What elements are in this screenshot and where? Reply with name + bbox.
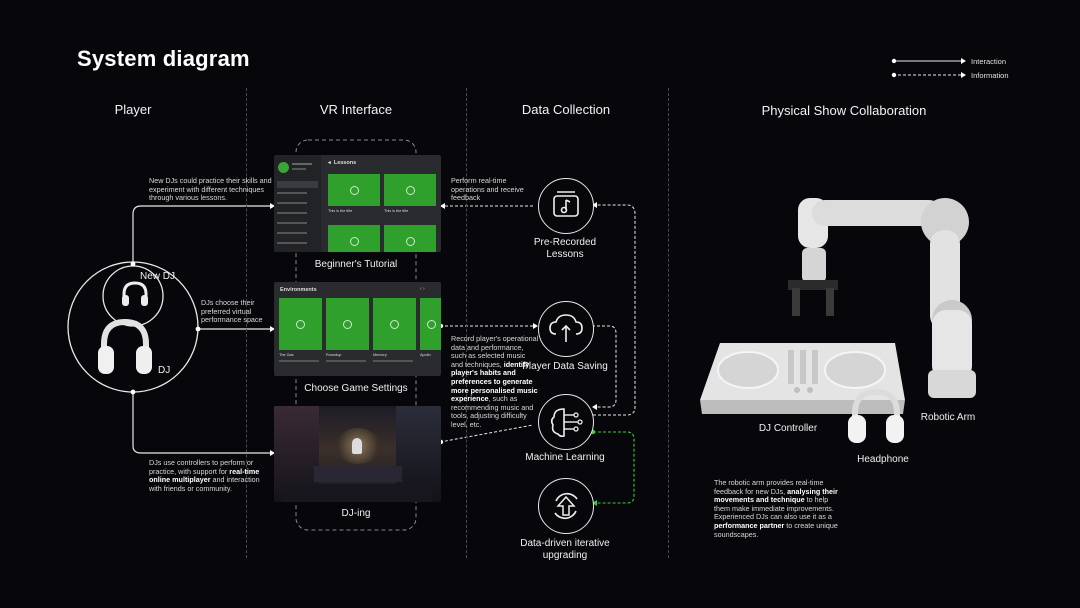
robot-description: The robotic arm provides real-time feedb… xyxy=(714,478,838,539)
robotic-arm-illustration xyxy=(780,190,1000,410)
play-icon xyxy=(406,237,415,246)
column-header-physical: Physical Show Collaboration xyxy=(761,103,927,118)
environment-name: Apollo xyxy=(420,353,431,357)
lessons-screen[interactable]: ◂ Lessons This is the title This is the … xyxy=(274,155,441,252)
play-icon xyxy=(390,320,399,329)
dj-use-description: DJs use controllers to perform or practi… xyxy=(149,458,260,493)
divider xyxy=(466,88,467,558)
environment-name: Memory xyxy=(373,353,387,357)
legend-interaction: Interaction xyxy=(971,57,1007,66)
dj-controller-illustration xyxy=(700,338,905,420)
play-icon xyxy=(350,237,359,246)
environment-card[interactable] xyxy=(279,298,322,350)
robotic-arm-label: Robotic Arm xyxy=(920,412,976,423)
data-driven-label: Data-driven iterative upgrading xyxy=(520,538,610,561)
djing-label: DJ-ing xyxy=(341,508,371,519)
play-icon xyxy=(406,186,415,195)
player-data-label: Player Data Saving xyxy=(522,361,608,372)
cloud-upload-icon xyxy=(538,301,594,357)
new-dj-label: New DJ xyxy=(140,271,176,282)
new-dj-description: New DJs could practice their skills and … xyxy=(149,176,272,203)
dj-choose-description: DJs choose their preferred virtual perfo… xyxy=(201,298,263,325)
ml-label: Machine Learning xyxy=(525,452,605,463)
perform-realtime-text: Perform real-time operations and receive… xyxy=(451,176,524,203)
play-icon xyxy=(427,320,436,329)
headphone-illustration xyxy=(845,387,907,447)
headphone-label: Headphone xyxy=(857,454,909,465)
column-header-player: Player xyxy=(114,102,152,117)
dj-avatar-icon xyxy=(352,438,362,454)
brain-circuit-icon xyxy=(538,394,594,450)
avatar xyxy=(278,162,289,173)
lesson-card-title: This is the title xyxy=(328,209,353,213)
lesson-card[interactable] xyxy=(384,174,436,206)
environments-screen[interactable]: Environments ‹ › The Gas Roundup Memory … xyxy=(274,282,441,376)
column-header-data: Data Collection xyxy=(521,102,611,117)
pager-arrows-icon[interactable]: ‹ › xyxy=(420,286,425,292)
play-icon xyxy=(343,320,352,329)
lessons-header: ◂ Lessons xyxy=(328,160,357,166)
lesson-card-title: This is the title xyxy=(384,209,409,213)
tutorial-label: Beginner's Tutorial xyxy=(314,259,398,270)
environments-header: Environments xyxy=(280,287,317,293)
lesson-card[interactable] xyxy=(384,225,436,252)
environment-name: Roundup xyxy=(326,353,342,357)
legend-information: Information xyxy=(971,71,1009,80)
play-icon xyxy=(350,186,359,195)
dj-controller-label: DJ Controller xyxy=(758,423,818,434)
environment-card[interactable] xyxy=(373,298,416,350)
lesson-card[interactable] xyxy=(328,174,380,206)
divider xyxy=(246,88,247,558)
headphone-icon xyxy=(120,280,150,308)
environment-name: The Gas xyxy=(279,353,294,357)
dj-label: DJ xyxy=(158,365,171,376)
lesson-card[interactable] xyxy=(328,225,380,252)
record-text: Record player's operational data and per… xyxy=(451,334,539,429)
djing-scene[interactable] xyxy=(274,406,441,502)
music-file-icon xyxy=(538,178,594,234)
environment-card[interactable] xyxy=(420,298,441,350)
environment-card[interactable] xyxy=(326,298,369,350)
lessons-sidebar xyxy=(274,155,321,252)
play-icon xyxy=(296,320,305,329)
page-title: System diagram xyxy=(77,46,250,71)
column-header-vr: VR Interface xyxy=(319,102,393,117)
settings-label: Choose Game Settings xyxy=(304,383,408,394)
upgrade-icon xyxy=(538,478,594,534)
pre-recorded-label: Pre-Recorded Lessons xyxy=(533,237,597,260)
headphone-icon xyxy=(96,318,154,378)
divider xyxy=(668,88,669,558)
